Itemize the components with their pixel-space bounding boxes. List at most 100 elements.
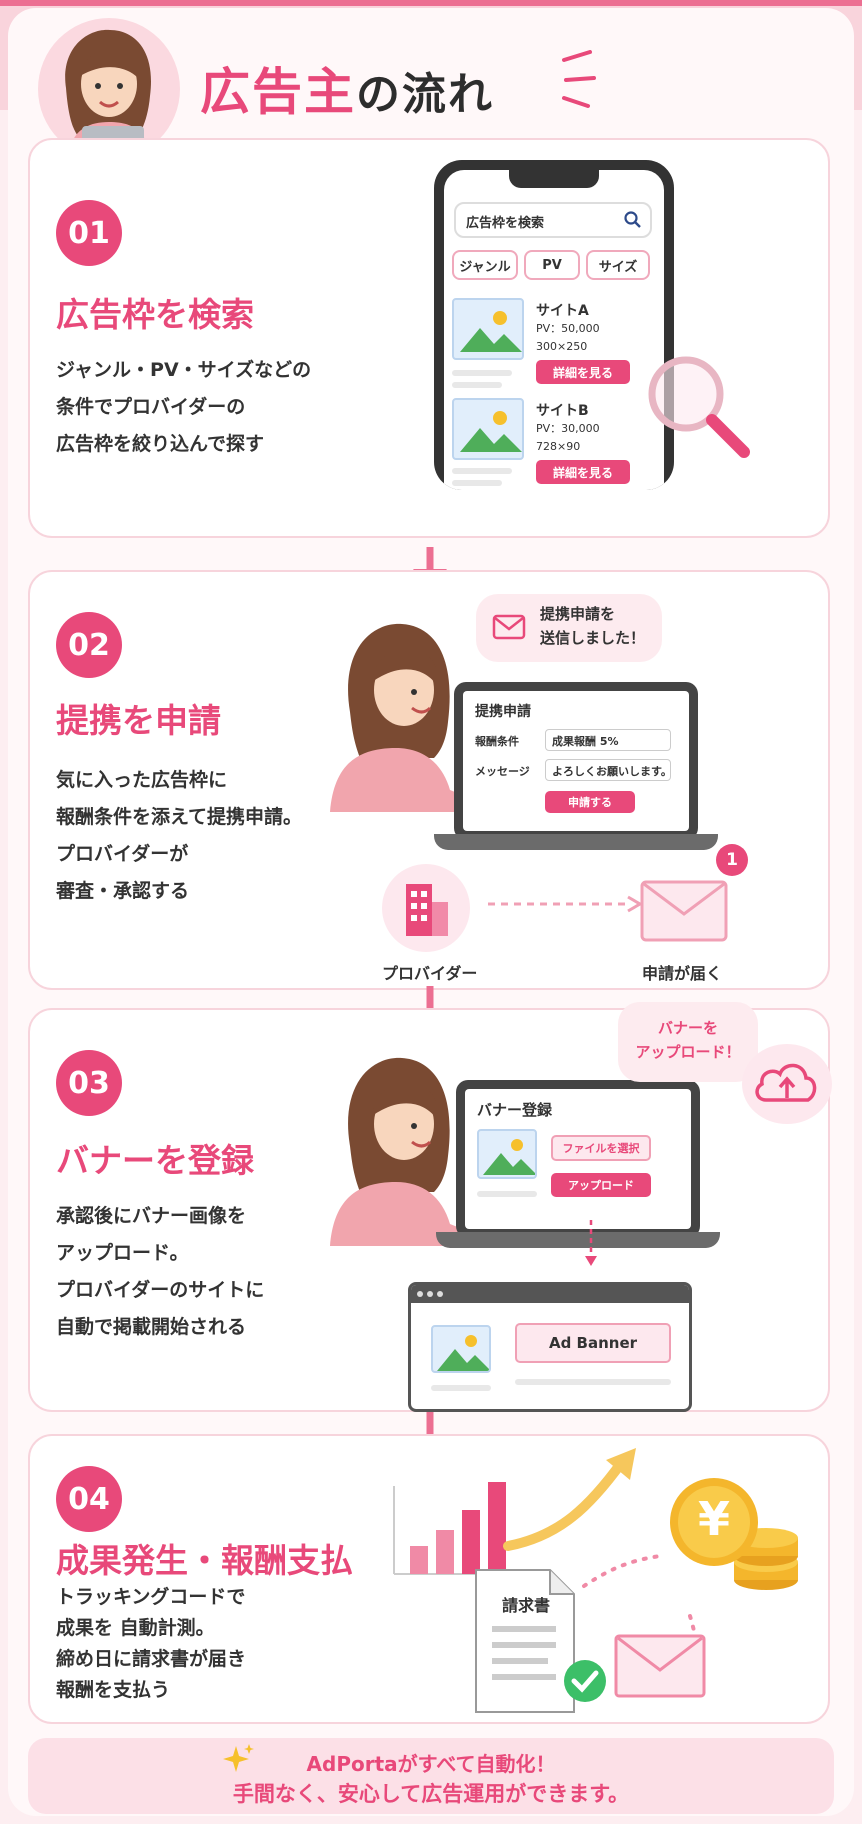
- laptop-screen: バナー登録 ファイルを選択 アップロード: [465, 1089, 691, 1229]
- placeholder-line: [515, 1379, 671, 1385]
- banner-form-title: バナー登録: [477, 1101, 553, 1119]
- site-b-thumbnail: [452, 398, 524, 460]
- site-a-size: 300×250: [536, 340, 588, 353]
- site-a-pv: PV：50,000: [536, 322, 600, 335]
- laptop-base: [434, 834, 718, 850]
- placeholder-line: [431, 1385, 491, 1391]
- site-b-name: サイトB: [536, 403, 589, 419]
- application-form-title: 提携申請: [475, 704, 531, 720]
- landscape-image-icon: [437, 1335, 489, 1371]
- ad-banner: Ad Banner: [515, 1323, 671, 1363]
- advertiser-avatar: [38, 18, 180, 160]
- site-b-detail-button[interactable]: 詳細を見る: [536, 460, 630, 484]
- cloud-upload-icon: [755, 1063, 817, 1102]
- step-number-3: 03: [56, 1050, 122, 1116]
- placeholder-line: [452, 382, 502, 388]
- page-title-sub: の流れ: [356, 69, 494, 120]
- upload-bubble: バナーを アップロード！: [618, 1002, 758, 1082]
- landscape-image-icon: [460, 311, 522, 352]
- landscape-image-icon: [460, 411, 522, 452]
- phone-mockup: 広告枠を検索 ジャンル PV サイズ サイトA PV：50,000 300×25…: [434, 160, 674, 490]
- search-input-text: 広告枠を検索: [466, 216, 545, 231]
- woman-typing-illustration: [330, 623, 470, 812]
- magnifier-icon: [648, 356, 750, 458]
- yen-coins-icon: [670, 1478, 798, 1590]
- envelope-icon: [614, 1634, 706, 1698]
- step-title-2: 提携を申請: [56, 701, 221, 740]
- footer-line-1: AdPortaがすべて自動化！: [306, 1752, 556, 1776]
- sparkle-icon: [223, 1744, 254, 1772]
- message-label: メッセージ: [475, 765, 530, 778]
- step-title-1: 広告枠を検索: [56, 295, 254, 334]
- upload-button[interactable]: アップロード: [551, 1173, 651, 1197]
- dashed-arrow-icon: [488, 895, 643, 913]
- mail-icon: [492, 614, 526, 640]
- browser-window: Ad Banner: [408, 1282, 692, 1412]
- site-a-detail-button[interactable]: 詳細を見る: [536, 360, 630, 384]
- building-icon: [406, 884, 448, 936]
- site-a-thumbnail: [452, 298, 524, 360]
- site-b-pv: PV：30,000: [536, 422, 600, 435]
- page-title: 広告主の流れ: [200, 52, 494, 124]
- message-field[interactable]: よろしくお願いします。: [545, 759, 672, 781]
- phone-screen: 広告枠を検索 ジャンル PV サイズ サイトA PV：50,000 300×25…: [444, 170, 664, 490]
- sparkle-lines-icon: [562, 50, 596, 108]
- step-number-2: 02: [56, 612, 122, 678]
- step-desc-1: ジャンル・PV・サイズなどの 条件でプロバイダーの 広告枠を絞り込んで探す: [56, 359, 312, 455]
- site-a-name: サイトA: [536, 303, 589, 319]
- laptop-mockup: 提携申請 報酬条件 成果報酬 5% メッセージ よろしくお願いします。 申請する: [454, 682, 698, 840]
- filter-chip-pv[interactable]: PV: [524, 250, 580, 280]
- provider-label: プロバイダー: [382, 964, 478, 983]
- reward-field[interactable]: 成果報酬 5%: [545, 729, 671, 751]
- placeholder-line: [477, 1191, 537, 1197]
- browser-titlebar: [411, 1285, 689, 1303]
- top-accent-line: [0, 0, 862, 6]
- window-dot: [417, 1291, 423, 1297]
- woman-typing-illustration: [330, 1057, 470, 1246]
- placeholder-line: [452, 370, 512, 376]
- invoice-title: 請求書: [501, 1596, 550, 1615]
- yen-symbol: ¥: [697, 1492, 730, 1546]
- woman-laptop-icon: [65, 29, 151, 160]
- step-desc-4: トラッキングコードで 成果を 自動計測。 締め日に請求書が届き 報酬を支払う: [56, 1586, 247, 1701]
- laptop-base: [436, 1232, 720, 1248]
- site-b-size: 728×90: [536, 440, 581, 453]
- step-card-2: 02 提携を申請 気に入った広告枠に 報酬条件を添えて提携申請。 プロバイダーが…: [28, 570, 830, 990]
- search-input[interactable]: 広告枠を検索: [454, 202, 652, 238]
- footer-line-2: 手間なく、安心して広告運用ができます。: [232, 1782, 630, 1806]
- step-card-3: 03 バナーを登録 承認後にバナー画像を アップロード。 プロバイダーのサイトに…: [28, 1002, 832, 1412]
- footer-banner: AdPortaがすべて自動化！ 手間なく、安心して広告運用ができます。: [28, 1738, 834, 1814]
- landscape-image-icon: [483, 1139, 535, 1175]
- submit-application-button[interactable]: 申請する: [545, 791, 635, 813]
- step-title-4: 成果発生・報酬支払: [56, 1541, 353, 1580]
- check-circle-icon: [564, 1660, 606, 1702]
- filter-chip-genre[interactable]: ジャンル: [452, 250, 518, 280]
- laptop-mockup: バナー登録 ファイルを選択 アップロード: [456, 1080, 700, 1238]
- sent-notification-bubble: 提携申請を 送信しました！: [476, 594, 662, 662]
- notice-label: 申請が届く: [642, 964, 723, 983]
- page-title-main: 広告主: [200, 63, 356, 121]
- invoice-document-icon: [475, 1569, 575, 1713]
- upload-circle: [742, 1044, 832, 1124]
- window-dot: [427, 1291, 433, 1297]
- upload-bubble-text: バナーを アップロード！: [635, 1019, 741, 1061]
- notification-badge: 1: [716, 844, 748, 876]
- growth-bar-chart-icon: [393, 1448, 636, 1575]
- sent-notification-text: 提携申請を 送信しました！: [540, 605, 646, 647]
- filter-chip-size[interactable]: サイズ: [586, 250, 650, 280]
- placeholder-line: [452, 480, 502, 486]
- step-card-4: 04 成果発生・報酬支払 トラッキングコードで 成果を 自動計測。 締め日に請求…: [28, 1434, 830, 1724]
- step-title-3: バナーを登録: [56, 1141, 254, 1180]
- step-number-1: 01: [56, 200, 122, 266]
- search-icon: [624, 211, 641, 228]
- dashed-down-arrow-icon: [585, 1220, 597, 1266]
- reward-label: 報酬条件: [475, 735, 519, 748]
- step-card-1: 01 広告枠を検索 ジャンル・PV・サイズなどの 条件でプロバイダーの 広告枠を…: [28, 138, 830, 538]
- envelope-icon: [640, 880, 728, 942]
- provider-circle: [382, 864, 470, 952]
- step-desc-2: 気に入った広告枠に 報酬条件を添えて提携申請。 プロバイダーが 審査・承認する: [56, 769, 303, 902]
- choose-file-button[interactable]: ファイルを選択: [551, 1135, 651, 1161]
- placeholder-line: [452, 468, 512, 474]
- window-dot: [437, 1291, 443, 1297]
- step-desc-3: 承認後にバナー画像を アップロード。 プロバイダーのサイトに 自動で掲載開始され…: [56, 1205, 265, 1338]
